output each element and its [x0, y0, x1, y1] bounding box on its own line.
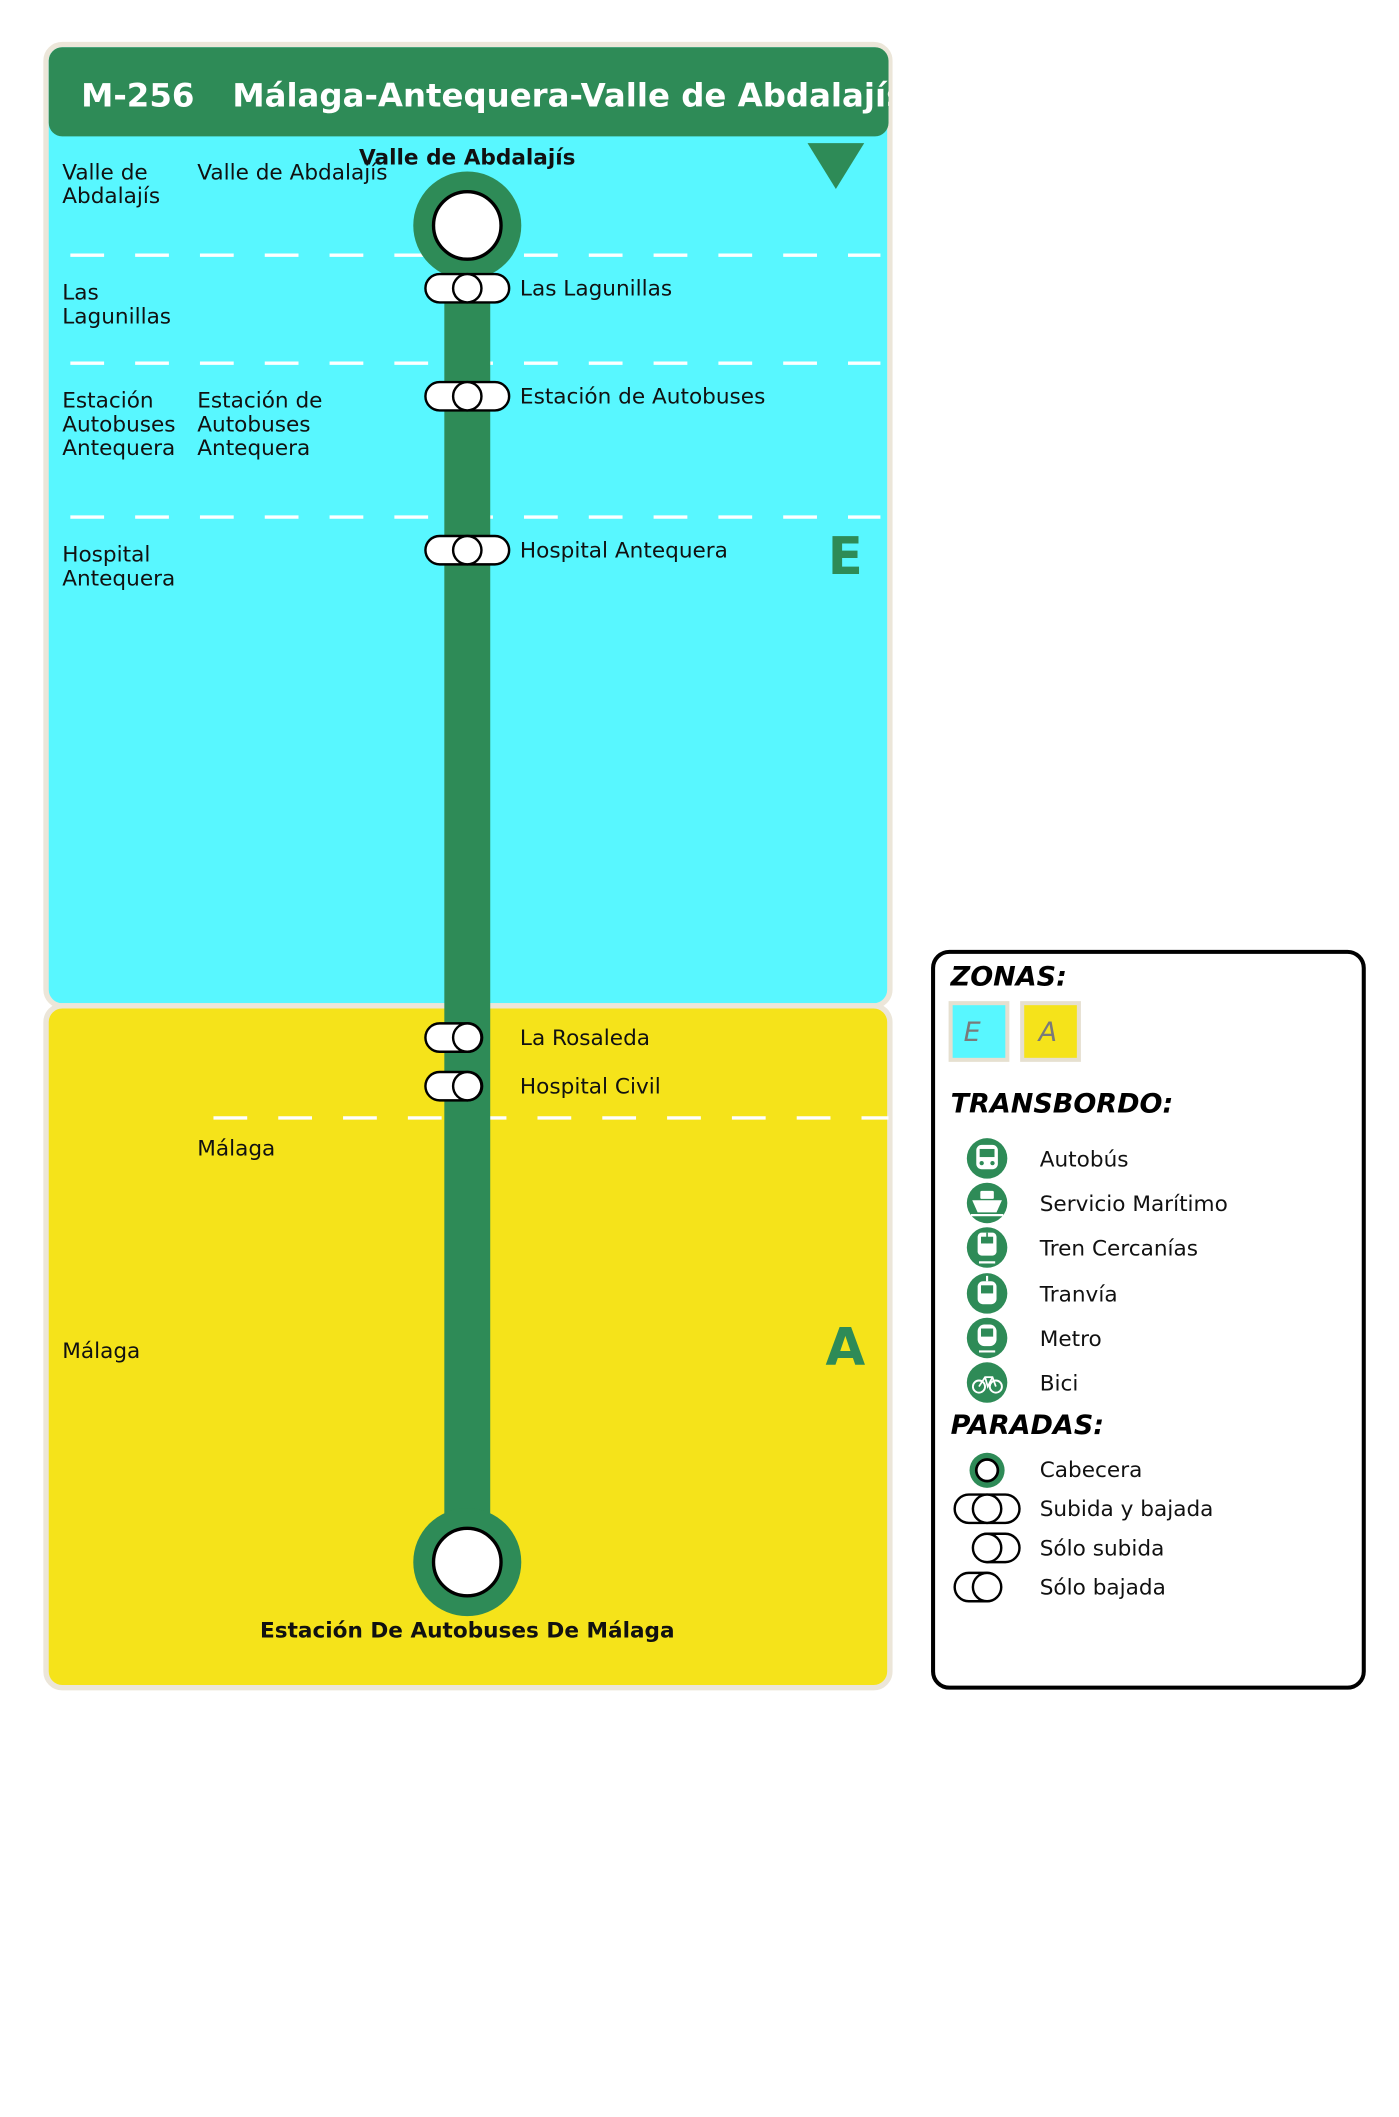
route-name: Málaga-Antequera-Valle de Abdalajís — [232, 77, 905, 115]
subida-bajada-marker-icon — [953, 1493, 1021, 1525]
bajada-marker-icon — [953, 1571, 1003, 1603]
tram-icon — [966, 1273, 1008, 1314]
stop-marker-inner — [451, 1022, 483, 1053]
stop-marker-inner — [451, 534, 483, 566]
legend-transbordo-label: Tren Cercanías — [1039, 1237, 1198, 1262]
stop-label: Estación de Autobuses — [520, 385, 765, 410]
zone-chip-e-label: E — [964, 1017, 981, 1048]
zone-chip-e — [948, 1001, 1010, 1062]
legend-paradas-title: PARADAS: — [951, 1410, 1104, 1441]
train-icon — [966, 1227, 1008, 1268]
legend-parada-label: Sólo bajada — [1040, 1576, 1166, 1601]
cabecera-marker-icon — [969, 1452, 1005, 1488]
zone-chip-a — [1020, 1001, 1081, 1062]
legend-transbordo-label: Metro — [1040, 1327, 1102, 1352]
zone-e-label: E — [828, 527, 863, 587]
subida-marker-icon — [971, 1532, 1021, 1564]
legend-parada-label: Cabecera — [1040, 1458, 1143, 1483]
stop-label: Hospital Civil — [520, 1075, 661, 1100]
zone-a-label: A — [825, 1318, 865, 1378]
legend-transbordo-label: Tranvía — [1039, 1283, 1118, 1308]
zone-chip-a-label: A — [1037, 1017, 1057, 1048]
legend-transbordo-title: TRANSBORDO: — [951, 1089, 1174, 1120]
metro-icon — [966, 1317, 1008, 1359]
bus-icon — [966, 1138, 1008, 1179]
legend-transbordo-label: Servicio Marítimo — [1040, 1192, 1228, 1217]
municipality-label: Málaga — [62, 1339, 140, 1364]
stop-marker-inner — [451, 272, 483, 304]
terminus-bottom: Estación De Autobuses De Málaga — [260, 1508, 675, 1644]
legend-zonas-title: ZONAS: — [950, 962, 1067, 993]
stop-hospital-civil: Hospital Civil — [424, 1070, 661, 1102]
legend-parada-label: Subida y bajada — [1040, 1497, 1214, 1522]
terminus-bottom-label: Estación De Autobuses De Málaga — [260, 1619, 675, 1644]
stop-label: Las Lagunillas — [520, 277, 672, 302]
legend-transbordo-label: Bici — [1040, 1372, 1079, 1397]
legend-transbordo-label: Autobús — [1040, 1148, 1129, 1173]
legend-parada-label: Sólo subida — [1040, 1536, 1165, 1561]
stop-la-rosaleda: La Rosaleda — [424, 1022, 650, 1053]
stop-label: Hospital Antequera — [520, 539, 728, 564]
route-header — [48, 47, 889, 137]
stop-marker-inner — [451, 1070, 483, 1102]
nucleus-label: Valle de Abdalajís — [197, 161, 387, 186]
down-triangle-icon — [807, 143, 865, 190]
stop-hospital-antequera: Hospital Antequera — [424, 534, 728, 566]
route-code: M-256 — [81, 77, 194, 115]
nucleus-label: Málaga — [197, 1137, 275, 1162]
stop-label: La Rosaleda — [520, 1026, 650, 1051]
legend: ZONAS: E A TRANSBORDO: Autobús Servicio … — [931, 949, 1366, 1690]
terminus-top-inner — [431, 190, 503, 261]
ship-icon — [966, 1182, 1008, 1224]
terminus-bottom-inner — [431, 1526, 503, 1598]
legend-box — [931, 949, 1366, 1690]
terminus-top-label: Valle de Abdalajís — [359, 146, 576, 171]
stop-marker-inner — [451, 380, 483, 412]
bicycle-icon — [966, 1362, 1008, 1403]
stop-estacion-de-autobuses: Estación de Autobuses — [424, 380, 765, 412]
stop-las-lagunillas: Las Lagunillas — [424, 272, 672, 304]
terminus-top: Valle de Abdalajís — [359, 146, 576, 280]
